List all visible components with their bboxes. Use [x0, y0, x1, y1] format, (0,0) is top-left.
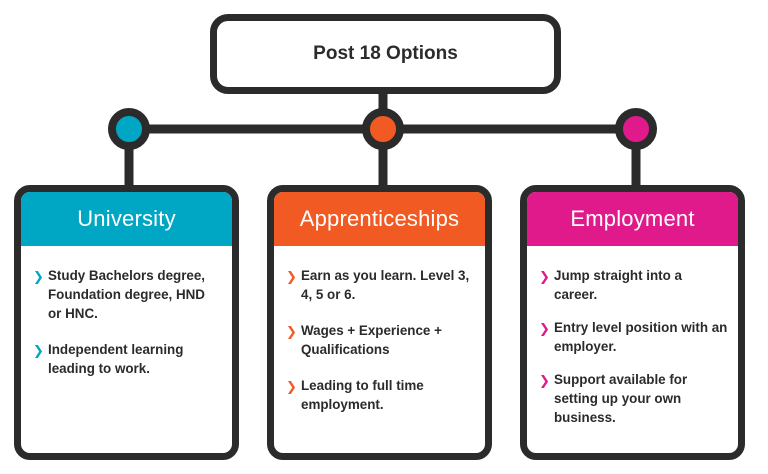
list-item: ❯ Earn as you learn. Level 3, 4, 5 or 6.	[286, 266, 475, 304]
point-text: Study Bachelors degree, Foundation degre…	[48, 268, 206, 321]
university-card: University ❯ Study Bachelors degree, Foun…	[14, 185, 239, 460]
node-dot-university	[108, 108, 150, 150]
point-text: Support available for setting up your ow…	[554, 372, 688, 425]
list-item: ❯ Wages + Experience + Qualifications	[286, 321, 475, 359]
list-item: ❯ Support available for setting up your o…	[539, 370, 728, 427]
chevron-right-icon: ❯	[33, 343, 44, 358]
node-dot-employment	[615, 108, 657, 150]
list-item: ❯ Leading to full time employment.	[286, 376, 475, 414]
employment-card: Employment ❯ Jump straight into a career.…	[520, 185, 745, 460]
chevron-right-icon: ❯	[33, 269, 44, 284]
list-item: ❯ Study Bachelors degree, Foundation degr…	[33, 266, 222, 323]
point-text: Wages + Experience + Qualifications	[301, 323, 442, 357]
list-item: ❯ Jump straight into a career.	[539, 266, 728, 304]
node-dot-apprenticeships	[362, 108, 404, 150]
university-heading: University	[21, 192, 232, 246]
point-text: Earn as you learn. Level 3, 4, 5 or 6.	[301, 268, 470, 302]
chevron-right-icon: ❯	[539, 373, 550, 388]
chevron-right-icon: ❯	[539, 269, 550, 284]
apprenticeships-points: ❯Earn as you learn. Level 3, 4, 5 or 6. …	[274, 246, 485, 414]
chevron-right-icon: ❯	[286, 269, 297, 284]
apprenticeships-card: Apprenticeships ❯ Earn as you learn. Leve…	[267, 185, 492, 460]
list-item: ❯ Independent learning leading to work.	[33, 340, 222, 378]
chevron-right-icon: ❯	[539, 321, 550, 336]
chevron-right-icon: ❯	[286, 379, 297, 394]
point-text: Jump straight into a career.	[554, 268, 682, 302]
point-text: Independent learning leading to work.	[48, 342, 184, 376]
diagram-title: Post 18 Options	[313, 43, 458, 64]
employment-points: ❯ Jump straight into a career. ❯ Entry lev…	[527, 246, 738, 427]
employment-heading: Employment	[527, 192, 738, 246]
title-box: Post 18 Options	[210, 14, 561, 94]
chevron-right-icon: ❯	[286, 324, 297, 339]
university-points: ❯ Study Bachelors degree, Foundation degr…	[21, 246, 232, 378]
point-text: Leading to full time employment.	[301, 378, 424, 412]
apprenticeships-heading: Apprenticeships	[274, 192, 485, 246]
point-text: Entry level position with an employer.	[554, 320, 728, 354]
list-item: ❯ Entry level position with an employer.	[539, 318, 728, 356]
